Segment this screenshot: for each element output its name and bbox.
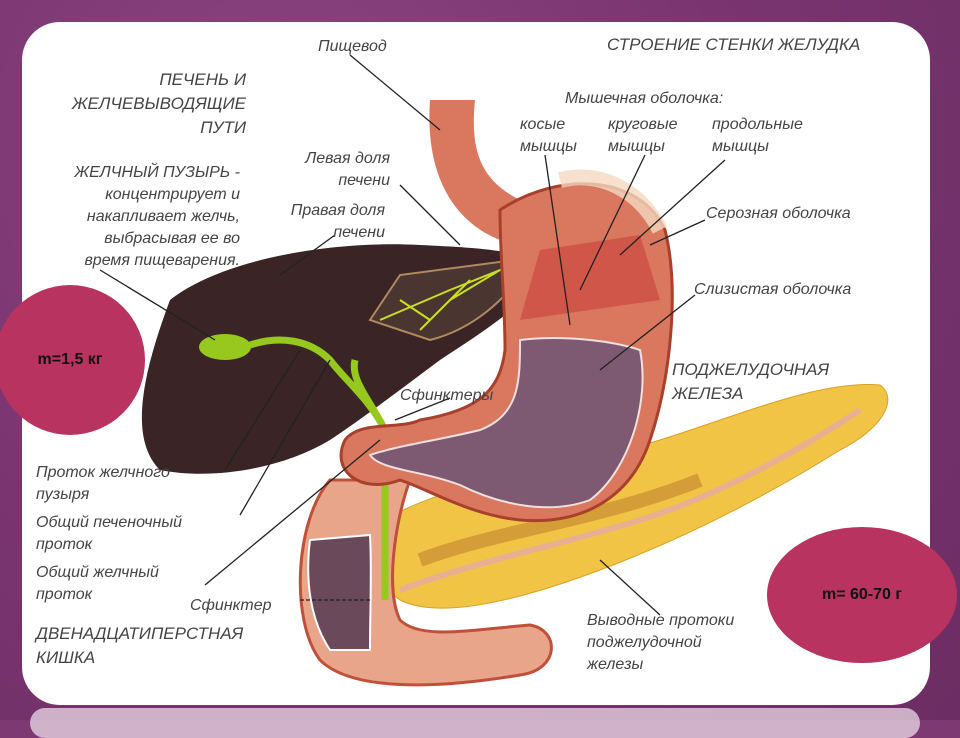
duodenum-title: ДВЕНАДЦАТИПЕРСТНАЯ КИШКА <box>36 624 244 667</box>
label-left-lobe: Левая доля печени <box>305 150 390 189</box>
label-bile-duct: Общий желчный проток <box>36 564 159 603</box>
label-esophagus: Пищевод <box>318 38 387 55</box>
label-pancreatic-ducts: Выводные протоки поджелудочной железы <box>587 612 735 673</box>
label-serous-layer: Серозная оболочка <box>706 205 851 222</box>
label-sphincters: Сфинктеры <box>400 387 494 404</box>
gallbladder-shape <box>199 334 251 360</box>
label-oblique-muscles: косые мышцы <box>520 116 577 155</box>
label-muscle-layer: Мышечная оболочка: <box>565 90 724 107</box>
liver-mass-badge: m=1,5 кг <box>0 285 145 435</box>
pancreas-mass-badge: m= 60-70 г <box>767 527 957 663</box>
liver-section-title: ПЕЧЕНЬ И ЖЕЛЧЕВЫВОДЯЩИЕ ПУТИ <box>71 70 246 137</box>
label-hepatic-duct: Общий печеночный проток <box>36 514 183 553</box>
label-right-lobe: Правая доля печени <box>290 202 385 241</box>
pancreas-mass-text: m= 60-70 г <box>821 586 903 603</box>
anatomy-illustration <box>99 54 889 687</box>
label-sphincter: Сфинктер <box>190 597 272 614</box>
label-cystic-duct: Проток желчного пузыря <box>36 464 170 503</box>
label-circular-muscles: круговые мышцы <box>608 116 678 155</box>
stomach-wall-title: СТРОЕНИЕ СТЕНКИ ЖЕЛУДКА <box>607 35 861 54</box>
pancreas-title: ПОДЖЕЛУДОЧНАЯ ЖЕЛЕЗА <box>672 360 830 403</box>
label-gallbladder: ЖЕЛЧНЫЙ ПУЗЫРЬ - концентрирует и накапли… <box>74 164 240 269</box>
leader-lines <box>99 54 726 616</box>
liver-mass-text: m=1,5 кг <box>37 351 103 368</box>
label-longitudinal-muscles: продольные мышцы <box>712 116 803 155</box>
label-mucous-layer: Слизистая оболочка <box>694 281 852 298</box>
esophagus-shape <box>429 100 520 240</box>
pancreatic-duct <box>398 407 862 593</box>
